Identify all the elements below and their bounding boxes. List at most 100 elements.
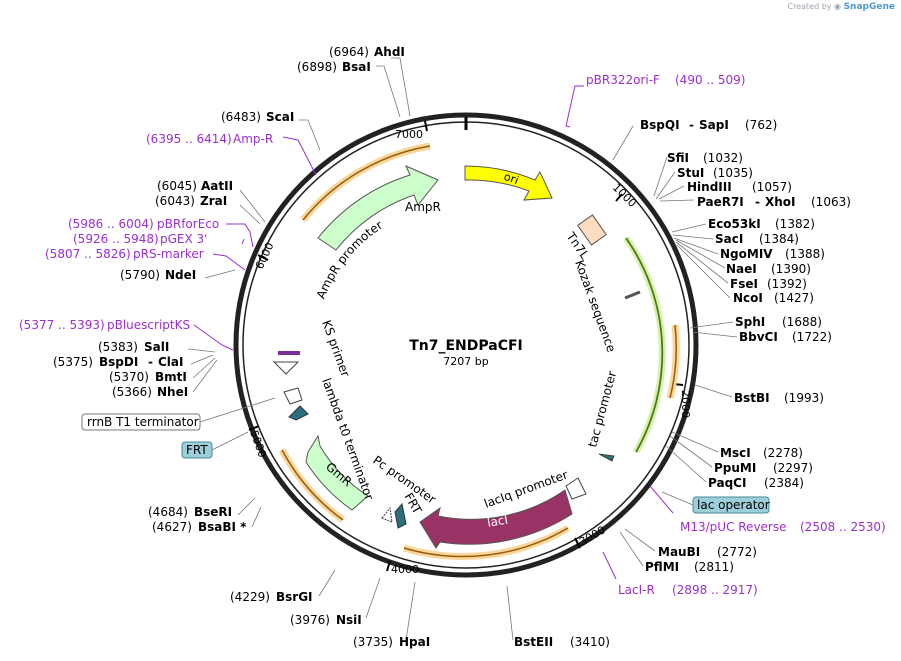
kozak-marker (624, 290, 641, 300)
snapgene-watermark: Created by ◉ SnapGene (787, 2, 895, 12)
site-aatii: AatII (201, 179, 233, 193)
svg-text:(1384): (1384) (759, 232, 799, 246)
ori-label: ori (502, 170, 520, 187)
site-bspdi-dash: - (148, 355, 153, 369)
primer-name-pbluescript: pBluescriptKS (107, 318, 190, 332)
site-bsai: BsaI (342, 60, 371, 74)
ampr-label: AmpR (405, 200, 441, 214)
svg-text:(1993): (1993) (784, 391, 824, 405)
primer-name-m13: M13/pUC Reverse (680, 520, 787, 534)
frt-left-box[interactable]: FRT (181, 431, 249, 459)
svg-text:(6045): (6045) (157, 179, 197, 193)
svg-text:(1032): (1032) (703, 151, 743, 165)
svg-text:(2384): (2384) (764, 476, 804, 490)
svg-text:(4627): (4627) (152, 520, 192, 534)
site-sfii: SfiI (667, 151, 689, 165)
site-bsrgi: BsrGI (276, 590, 313, 604)
svg-text:(3410): (3410) (570, 635, 610, 649)
ks-primer-label: KS primer (319, 318, 352, 378)
site-saci: SacI (715, 232, 743, 246)
lac-operator-label: lac operator (697, 498, 770, 512)
feature-laci[interactable]: lacI (419, 489, 573, 549)
site-fsei: FseI (730, 277, 758, 291)
frt-left-label: FRT (186, 443, 208, 457)
svg-text:(762): (762) (745, 118, 777, 132)
rrnb-marker (283, 387, 303, 405)
ks-primer-bar (278, 351, 300, 355)
svg-text:(5366): (5366) (112, 385, 152, 399)
tac-promoter-marker (598, 453, 615, 462)
svg-text:(6964): (6964) (329, 45, 369, 59)
tick-3000: 3000 (577, 523, 608, 548)
primer-name-pbrforeco: pBRforEco (157, 217, 219, 231)
site-hindiii: HindIII (687, 180, 732, 194)
tick-5000: 5000 (247, 429, 269, 460)
laci-label: lacI (486, 513, 509, 530)
kozak-label: Kozak sequence (572, 258, 618, 354)
site-eco53ki: Eco53kI (708, 217, 761, 231)
site-nsii: NsiI (336, 613, 362, 627)
snapgene-logo-icon: ◉ (834, 2, 842, 11)
svg-text:(3976): (3976) (290, 613, 330, 627)
site-paer7i: PaeR7I (697, 195, 744, 209)
watermark-brand: SnapGene (843, 2, 895, 12)
site-labels-right: BspQI - SapI (762) SfiI (1032) StuI (103… (640, 118, 851, 574)
svg-text:(1392): (1392) (767, 277, 807, 291)
svg-text:(6483): (6483) (221, 110, 261, 124)
primer-name-prs: pRS-marker (133, 247, 204, 261)
site-labels-left: (6964) AhdI (6898) BsaI (6483) ScaI (604… (53, 45, 610, 649)
svg-text:-: - (689, 118, 694, 132)
primer-range-pgex: (5926 .. 5948) (73, 232, 159, 246)
site-bsteii: BstEII (514, 635, 553, 649)
rrnb-terminator-label: rrnB T1 terminator (87, 415, 199, 429)
svg-text:(5790): (5790) (120, 268, 160, 282)
svg-text:(1388): (1388) (785, 247, 825, 261)
primer-range-prs: (5807 .. 5826) (45, 247, 131, 261)
tick-4000: 4000 (391, 563, 419, 576)
site-ngomiv: NgoMIV (720, 247, 773, 261)
primer-name-ampr: Amp-R (233, 132, 273, 146)
backbone (233, 112, 699, 578)
svg-text:(1063): (1063) (811, 195, 851, 209)
svg-text:(5383): (5383) (98, 340, 138, 354)
primer-name-pbr322ori: pBR322ori-F (586, 73, 660, 87)
primer-range-pbr322ori: (490 .. 509) (675, 73, 745, 87)
lambda-terminator-marker (288, 405, 309, 421)
feature-arcs (278, 142, 680, 560)
lac-operator-box[interactable]: lac operator (661, 491, 770, 514)
primer-range-m13: (2508 .. 2530) (800, 520, 886, 534)
site-ndei: NdeI (165, 268, 196, 282)
primer-range-ampr: (6395 .. 6414) (146, 132, 232, 146)
feature-ori[interactable]: ori (464, 165, 553, 201)
svg-text:(2278): (2278) (763, 446, 803, 460)
site-scai: ScaI (266, 110, 294, 124)
site-clai: ClaI (158, 355, 183, 369)
site-pflmi: PflMI (645, 560, 679, 574)
svg-text:(6043): (6043) (155, 194, 195, 208)
feature-ampr[interactable]: AmpR (317, 165, 441, 251)
site-ahdi: AhdI (374, 45, 405, 59)
site-xhoi: XhoI (765, 195, 796, 209)
tick-7000: 7000 (395, 128, 423, 141)
primer-range-laci-r: (2898 .. 2917) (672, 583, 758, 597)
svg-text:(2811): (2811) (694, 560, 734, 574)
site-bspdi: BspDI (99, 355, 138, 369)
site-ncoi: NcoI (733, 291, 763, 305)
site-nhei: NheI (157, 385, 188, 399)
frt-inner-marker (394, 502, 407, 529)
tick-2000: 2000 (679, 390, 692, 418)
site-maubi: MauBI (658, 545, 700, 559)
site-sapi: SapI (699, 118, 729, 132)
svg-text:(1057): (1057) (752, 180, 792, 194)
svg-text:(2297): (2297) (773, 461, 813, 475)
rrnb-terminator-box[interactable]: rrnB T1 terminator (81, 397, 276, 431)
site-hpai: HpaI (399, 635, 430, 649)
svg-text:-: - (755, 195, 760, 209)
svg-text:(1722): (1722) (792, 330, 832, 344)
pc-promoter-marker (381, 506, 393, 523)
site-zrai: ZraI (200, 194, 227, 208)
feature-tn7l[interactable]: Tn7L (563, 214, 607, 262)
svg-text:(5370): (5370) (109, 370, 149, 384)
primer-range-pbrforeco: (5986 .. 6004) (68, 217, 154, 231)
